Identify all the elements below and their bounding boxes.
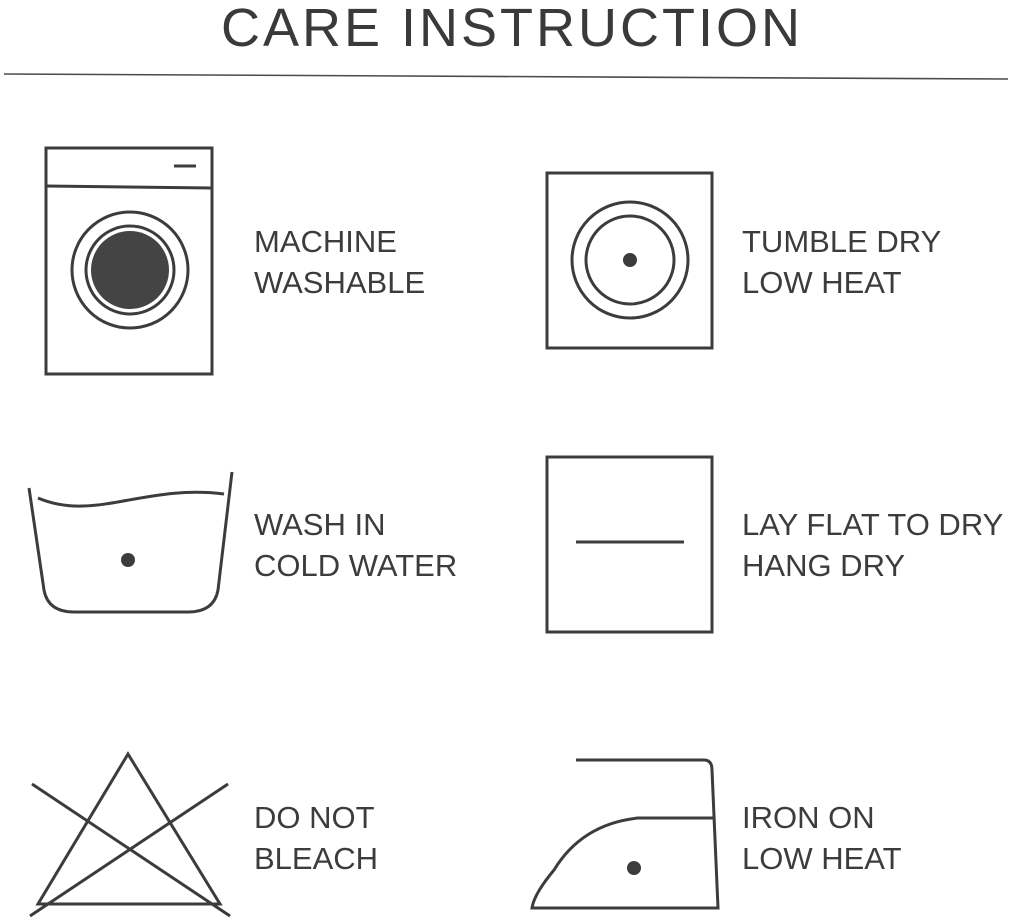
iron-low-icon [530, 758, 720, 910]
care-label-tumble-dry: TUMBLE DRY LOW HEAT [742, 224, 942, 300]
care-label-machine-washable: MACHINE WASHABLE [254, 224, 426, 300]
care-label-wash-cold: WASH IN COLD WATER [254, 507, 458, 583]
do-not-bleach-icon [29, 751, 231, 918]
care-label-dry-flat: LAY FLAT TO DRY HANG DRY [742, 507, 1004, 583]
care-label-iron-low: IRON ON LOW HEAT [742, 800, 902, 876]
page-title: CARE INSTRUCTION [220, 0, 803, 58]
washing-machine-icon [44, 146, 214, 376]
care-label-no-bleach: DO NOT BLEACH [254, 800, 379, 876]
wash-cold-icon [27, 471, 234, 614]
dry-flat-icon [545, 455, 714, 634]
tumble-dry-low-icon [545, 171, 714, 350]
title-divider [4, 73, 1008, 80]
